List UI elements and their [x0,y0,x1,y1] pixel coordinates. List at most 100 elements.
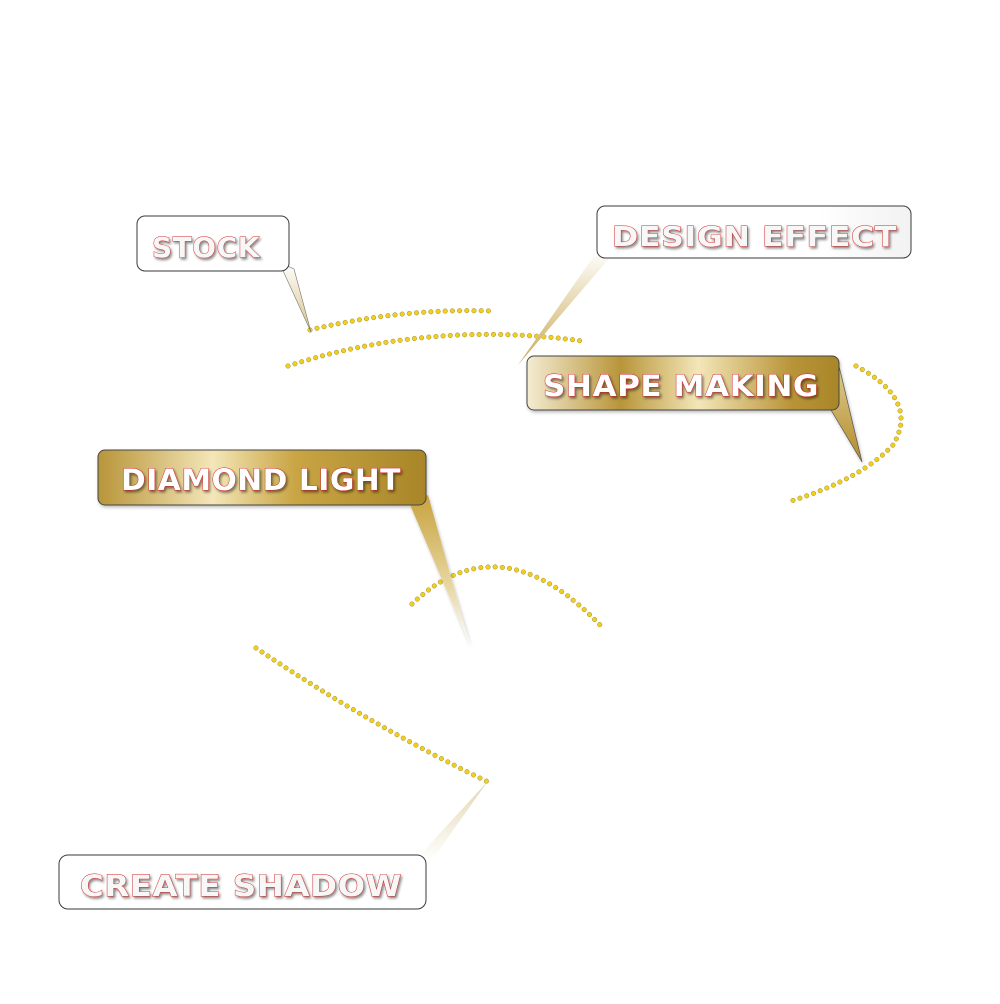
bead-dot [898,422,904,428]
bead-dot [364,316,370,322]
bead-dot [306,357,312,363]
bead-dot [344,703,350,709]
callout-design-effect-label: DESIGN EFFECT [612,220,897,253]
bead-dot [320,353,326,359]
bead-dot [404,336,410,342]
bead-dot [313,355,319,361]
bead-dot [483,778,489,784]
bead-dot [348,346,354,352]
bead-dot [458,766,464,772]
bead-dot [455,332,461,338]
bead-dot [253,645,259,651]
bead-dot [356,317,362,323]
bead-dot [326,692,332,698]
bead-dot [394,732,400,738]
bead-dot [362,343,368,349]
bead-dot [390,338,396,344]
dotted-arc-shadow [253,645,489,784]
bead-dot [383,339,389,345]
bead-dot [862,465,868,471]
bead-dot [514,567,520,573]
bead-dot [328,322,334,328]
bead-dot [850,472,856,478]
bead-dot [576,602,582,608]
bead-dot [471,308,477,314]
bead-dot [896,429,902,435]
bead-dot [895,401,901,407]
dotted-arc-design [285,331,583,369]
bead-dot [477,775,483,781]
bead-dot [499,564,505,570]
bead-dot [285,363,291,369]
bead-dot [469,332,475,338]
bead-dot [445,759,451,765]
dotted-arc-diamond [409,564,603,628]
bead-dot [492,564,498,570]
bead-dot [871,374,877,380]
bead-dot [426,587,432,593]
bead-dot [338,699,344,705]
bead-dot [321,324,327,330]
bead-dot [457,308,463,314]
callout-design-effect-box [596,205,912,259]
bead-dot [320,688,326,694]
bead-dot [414,310,420,316]
bead-dot [879,452,885,458]
callout-diamond-light-label: DIAMOND LIGHT [121,463,401,497]
bead-dot [381,725,387,731]
bead-dot [457,570,463,576]
bead-dot [313,684,319,690]
bead-dot [898,415,904,421]
bead-dot [565,593,571,599]
bead-dot [357,710,363,716]
bead-dot [540,577,546,583]
bead-dot [341,348,347,354]
callout-design-effect-tail [518,250,612,365]
bead-dot [433,334,439,340]
callout-design-effect: DESIGN EFFECT [518,205,912,365]
bead-dot [407,739,413,745]
bead-dot [350,707,356,713]
bead-dot [426,749,432,755]
bead-dot [399,311,405,317]
bead-dot [369,718,375,724]
bead-dot [534,574,540,580]
bead-dot [817,488,823,494]
callout-shape-making-label: SHAPE MAKING [543,369,819,403]
bead-dot [414,596,420,602]
bead-dot [371,315,377,321]
bead-dot [420,592,426,598]
bead-dot [411,336,417,342]
bead-dot [483,331,489,337]
bead-dot [378,314,384,320]
bead-dot [485,564,491,570]
bead-dot [388,728,394,734]
bead-dot [507,565,513,571]
bead-dot [369,342,375,348]
bead-dot [547,581,553,587]
bead-dot [409,601,415,607]
bead-dot [887,389,893,395]
bead-dot [865,370,871,376]
bead-dot [440,333,446,339]
callout-diamond-light: DIAMOND LIGHT [97,449,470,645]
bead-dot [332,696,338,702]
bead-dot [363,714,369,720]
callout-diamond-light-box [97,449,427,506]
bead-dot [570,337,576,343]
bead-dot [555,335,561,341]
bead-dot [464,308,470,314]
callout-stock-label: STOCK [152,231,261,264]
bead-dot [334,349,340,355]
callout-stock-tail [278,261,312,333]
bead-dot [406,310,412,316]
bead-dot [464,568,470,574]
bead-dot [451,762,457,768]
bead-dot [421,309,427,315]
callout-create-shadow: CREATE SHADOW [58,781,488,910]
bead-dot [277,661,283,667]
bead-dot [868,461,874,467]
bead-dot [570,597,576,603]
